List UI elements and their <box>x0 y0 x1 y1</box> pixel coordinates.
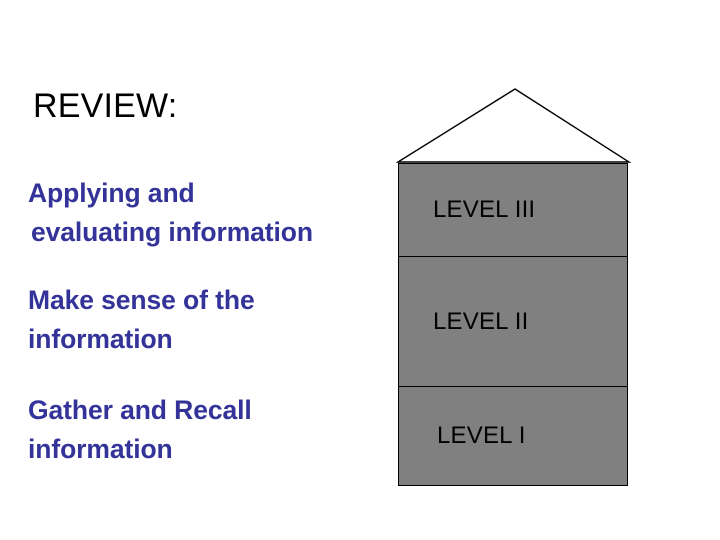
description-block-level-1: Gather and Recall information <box>28 391 388 469</box>
description-line: Make sense of the <box>28 285 255 315</box>
description-block-level-2: Make sense of the information <box>28 281 388 359</box>
level-band-3: LEVEL III <box>399 164 627 256</box>
description-line: Gather and Recall <box>28 395 252 425</box>
level-label: LEVEL III <box>433 196 536 223</box>
description-line: Applying and <box>28 178 195 208</box>
description-block-level-3: Applying and evaluating information <box>28 174 388 252</box>
level-band-2: LEVEL II <box>399 256 627 386</box>
description-line: information <box>28 434 173 464</box>
description-line: information <box>28 324 173 354</box>
level-band-1: LEVEL I <box>399 386 627 485</box>
level-label: LEVEL I <box>437 422 526 449</box>
level-label: LEVEL II <box>433 307 529 335</box>
page-title: REVIEW: <box>33 87 178 125</box>
level-stack: LEVEL III LEVEL II LEVEL I <box>398 163 628 486</box>
description-line: evaluating information <box>31 217 313 247</box>
triangle-roof-icon <box>396 88 632 163</box>
level-pyramid-diagram: LEVEL III LEVEL II LEVEL I <box>396 84 632 488</box>
